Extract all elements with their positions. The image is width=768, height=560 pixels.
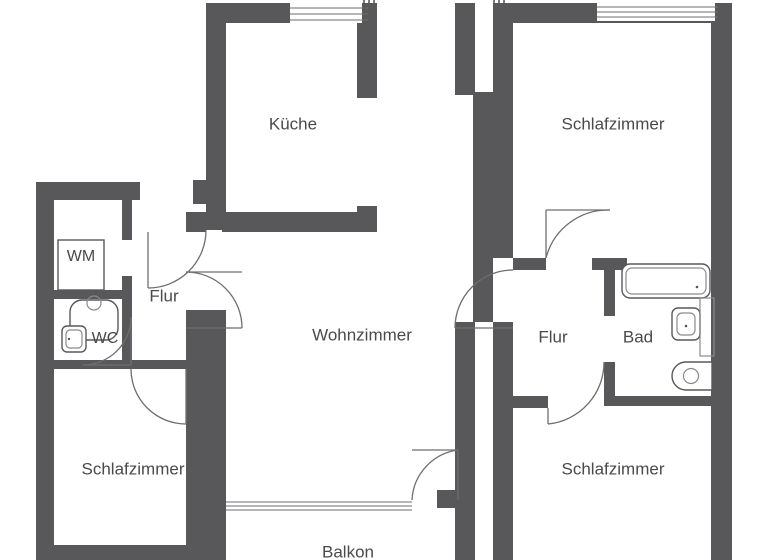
wc-sink-icon (61, 325, 87, 353)
wall-wohnzimmer-right-upper (455, 3, 475, 95)
wall-right-block-left-bottom (493, 402, 513, 560)
windows-group (226, 0, 718, 512)
wall-bedroom-bl-bottom (36, 545, 206, 560)
wall-kueche-right-upper (357, 3, 377, 98)
wc-toilet-bowl-icon (86, 295, 102, 311)
room-label-bad: Bad (623, 327, 653, 346)
room-label-flur-right: Flur (538, 327, 568, 346)
doors-group (82, 209, 611, 501)
wall-kueche-bottom (222, 212, 372, 232)
wall-flur-right-bottom (513, 396, 548, 408)
bad-bathtub-inner-icon (625, 267, 707, 295)
room-label-flur-left: Flur (149, 286, 179, 305)
room-label-wm: WM (67, 248, 95, 265)
wall-wohnzimmer-balcony-stub (437, 490, 475, 508)
wall-flur-left-east-upper (186, 310, 206, 370)
wall-kueche-left-lower (206, 310, 226, 560)
room-labels-group: Küche Schlafzimmer Flur WC WM Wohnzimmer… (67, 114, 665, 560)
wall-kueche-left-jog (193, 180, 213, 204)
wall-kueche-left (206, 3, 226, 230)
washing-machine-icon (57, 239, 105, 291)
wall-bedroom-tr-bottom-left (513, 258, 546, 270)
wall-right-block-left-lower (493, 322, 513, 402)
wall-wm-wc-divider (54, 290, 126, 299)
wall-bedroom-bl-right (186, 369, 206, 560)
wall-right-block-outer-right (711, 3, 732, 560)
bad-sink-basin-icon (676, 312, 696, 336)
door-balcony-arc (411, 449, 459, 501)
wc-sink-drain-icon (67, 337, 71, 341)
wc-sink-basin-icon (65, 329, 83, 349)
bad-toilet-bowl-icon (682, 367, 700, 385)
room-label-schlafzimmer-bl: Schlafzimmer (82, 459, 185, 478)
wall-wm-flur-divider-upper (122, 196, 132, 240)
bad-bathtub-drain-icon (695, 285, 699, 289)
door-bedroom-br-arc (547, 361, 605, 425)
bad-toilet-icon (671, 361, 713, 391)
door-bedroom-tr-arc (545, 209, 611, 259)
door-wohn-flurright-arc (454, 269, 514, 329)
bad-vanity-outline-icon (699, 297, 715, 357)
room-label-wc: WC (92, 330, 119, 347)
wall-left-block-top (36, 182, 140, 200)
bad-bathtub-icon (621, 263, 711, 299)
wall-bad-left-lower (604, 362, 615, 404)
wall-wm-flur-divider-lower (122, 276, 132, 368)
room-label-schlafzimmer-tr: Schlafzimmer (562, 114, 665, 133)
wall-flur-left-north-stub (186, 212, 206, 232)
bad-sink-drain-icon (684, 324, 688, 328)
wall-wohnzimmer-right-mid (473, 92, 493, 322)
walls-group (36, 3, 732, 560)
wall-left-block-left (36, 182, 54, 560)
wall-wohnzimmer-right-lower (455, 322, 475, 507)
wall-wc-bottom-stub (131, 360, 186, 369)
wall-bad-bottom (604, 396, 712, 406)
door-wc-arc (82, 316, 132, 366)
room-label-balkon: Balkon (322, 542, 374, 560)
room-label-schlafzimmer-br: Schlafzimmer (562, 459, 665, 478)
wall-bad-left-upper (604, 258, 615, 316)
door-bedroom-bl-arc (130, 368, 187, 425)
door-flur-wohn-arc (185, 271, 243, 329)
wall-right-block-left-upper (493, 3, 513, 258)
room-label-wohnzimmer: Wohnzimmer (312, 325, 412, 344)
room-label-kueche: Küche (269, 114, 317, 133)
door-kueche-arc (147, 229, 207, 289)
wall-balcony-right (455, 505, 475, 560)
fixtures-group (57, 239, 715, 391)
